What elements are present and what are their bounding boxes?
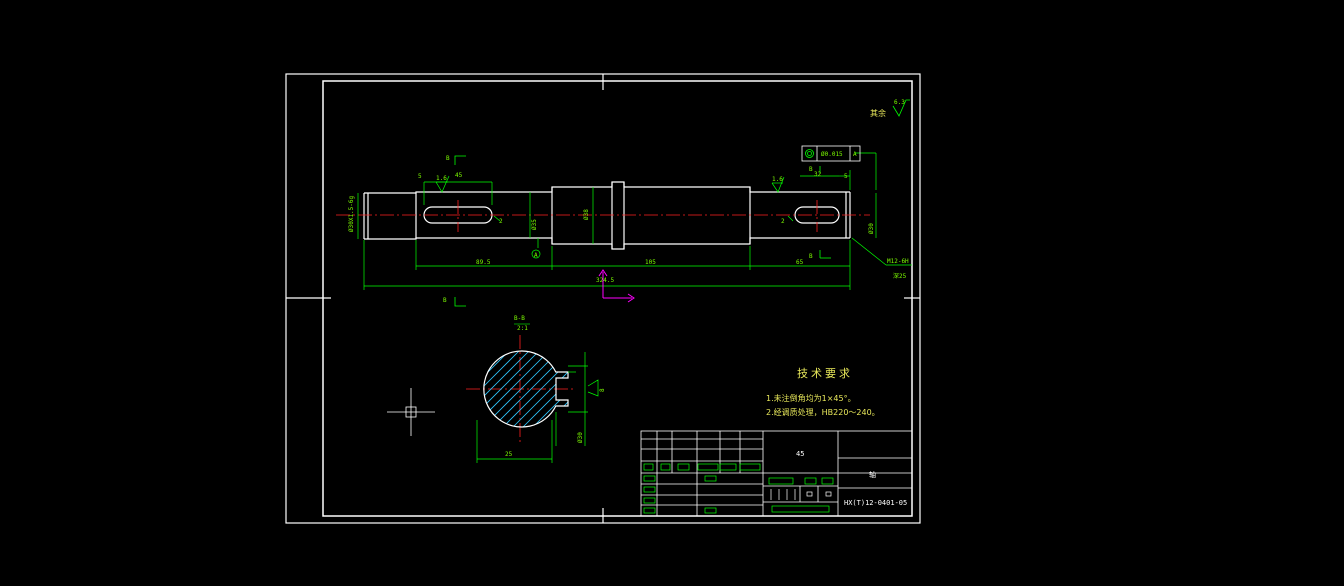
tech-req-line-2: 2.经调质处理，HB220～240。 <box>766 407 880 417</box>
drawing-frame <box>285 73 921 524</box>
section-key-width: 8 <box>599 388 606 392</box>
roughness-left: 1.6 <box>436 175 447 182</box>
section-mark-1: B <box>446 155 450 162</box>
crosshair-cursor-icon <box>387 388 435 436</box>
tolerance-value: Ø0.015 <box>821 151 843 158</box>
tech-req-line-1: 1.未注倒角均为1×45°。 <box>766 393 856 403</box>
dim-right-key-depth: 2 <box>781 218 785 225</box>
section-width-dim: 25 <box>505 451 513 458</box>
section-title: B-B <box>514 315 525 322</box>
dim-thread-depth: 深25 <box>893 272 907 280</box>
datum-circle <box>531 249 541 259</box>
dim-right-dia: Ø30 <box>868 223 875 234</box>
roughness-other-label: 其余 <box>870 108 886 118</box>
dim-key-len-left: 45 <box>455 172 463 179</box>
title-part-name: 轴 <box>869 470 876 479</box>
dim-thread-note: M12-6H <box>887 258 909 265</box>
dim-len-2: 105 <box>645 259 656 266</box>
coaxiality-icon <box>805 149 814 158</box>
technical-requirements: 技术要求 1.未注倒角均为1×45°。 2.经调质处理，HB220～240。 <box>766 367 880 417</box>
title-block: 45 轴 HX(T)12-0401-05 <box>640 430 913 517</box>
dim-key-offset-left: 5 <box>418 173 422 180</box>
roughness-value: 6.3 <box>894 99 905 106</box>
title-material: 45 <box>796 450 804 458</box>
datum-a-label: A <box>534 252 538 259</box>
section-mark-3: B <box>443 297 447 304</box>
section-mark-4: B <box>809 166 813 173</box>
roughness-icon <box>892 99 910 117</box>
dim-collar-dia: Ø38 <box>583 209 590 220</box>
dim-right-key-len: 32 <box>814 171 822 178</box>
section-outline <box>483 350 569 428</box>
roughness-icons <box>435 175 785 193</box>
tolerance-datum: A <box>853 151 857 158</box>
roughness-note: 其余 6.3 <box>870 99 910 118</box>
dim-right-key-offset: 5 <box>844 173 848 180</box>
dimension-lines <box>357 152 912 290</box>
section-marks <box>454 155 831 307</box>
roughness-right: 1.6 <box>772 176 783 183</box>
section-mark-2: B <box>809 253 813 260</box>
section-depth-dim: Ø30 <box>577 432 584 443</box>
dim-len-3: 65 <box>796 259 804 266</box>
title-drawing-no: HX(T)12-0401-05 <box>844 499 907 507</box>
shaft-outline <box>363 181 851 250</box>
dim-left-end: Ø30X1.5-6g <box>348 195 355 232</box>
ucs-icon <box>598 269 635 303</box>
dim-mid-dia: Ø35 <box>531 219 538 230</box>
tech-req-title: 技术要求 <box>797 367 853 380</box>
dim-total-len: 324.5 <box>596 277 614 284</box>
dim-len-1: 89.5 <box>476 259 491 266</box>
geometric-tolerance-frame: Ø0.015 A <box>801 145 861 162</box>
section-scale: 2:1 <box>517 325 528 332</box>
dimension-text: Ø30X1.5-6g 5 1.6 45 2 Ø35 Ø38 1.6 32 5 2… <box>348 155 909 304</box>
dim-key-depth-left: 2 <box>499 218 503 225</box>
